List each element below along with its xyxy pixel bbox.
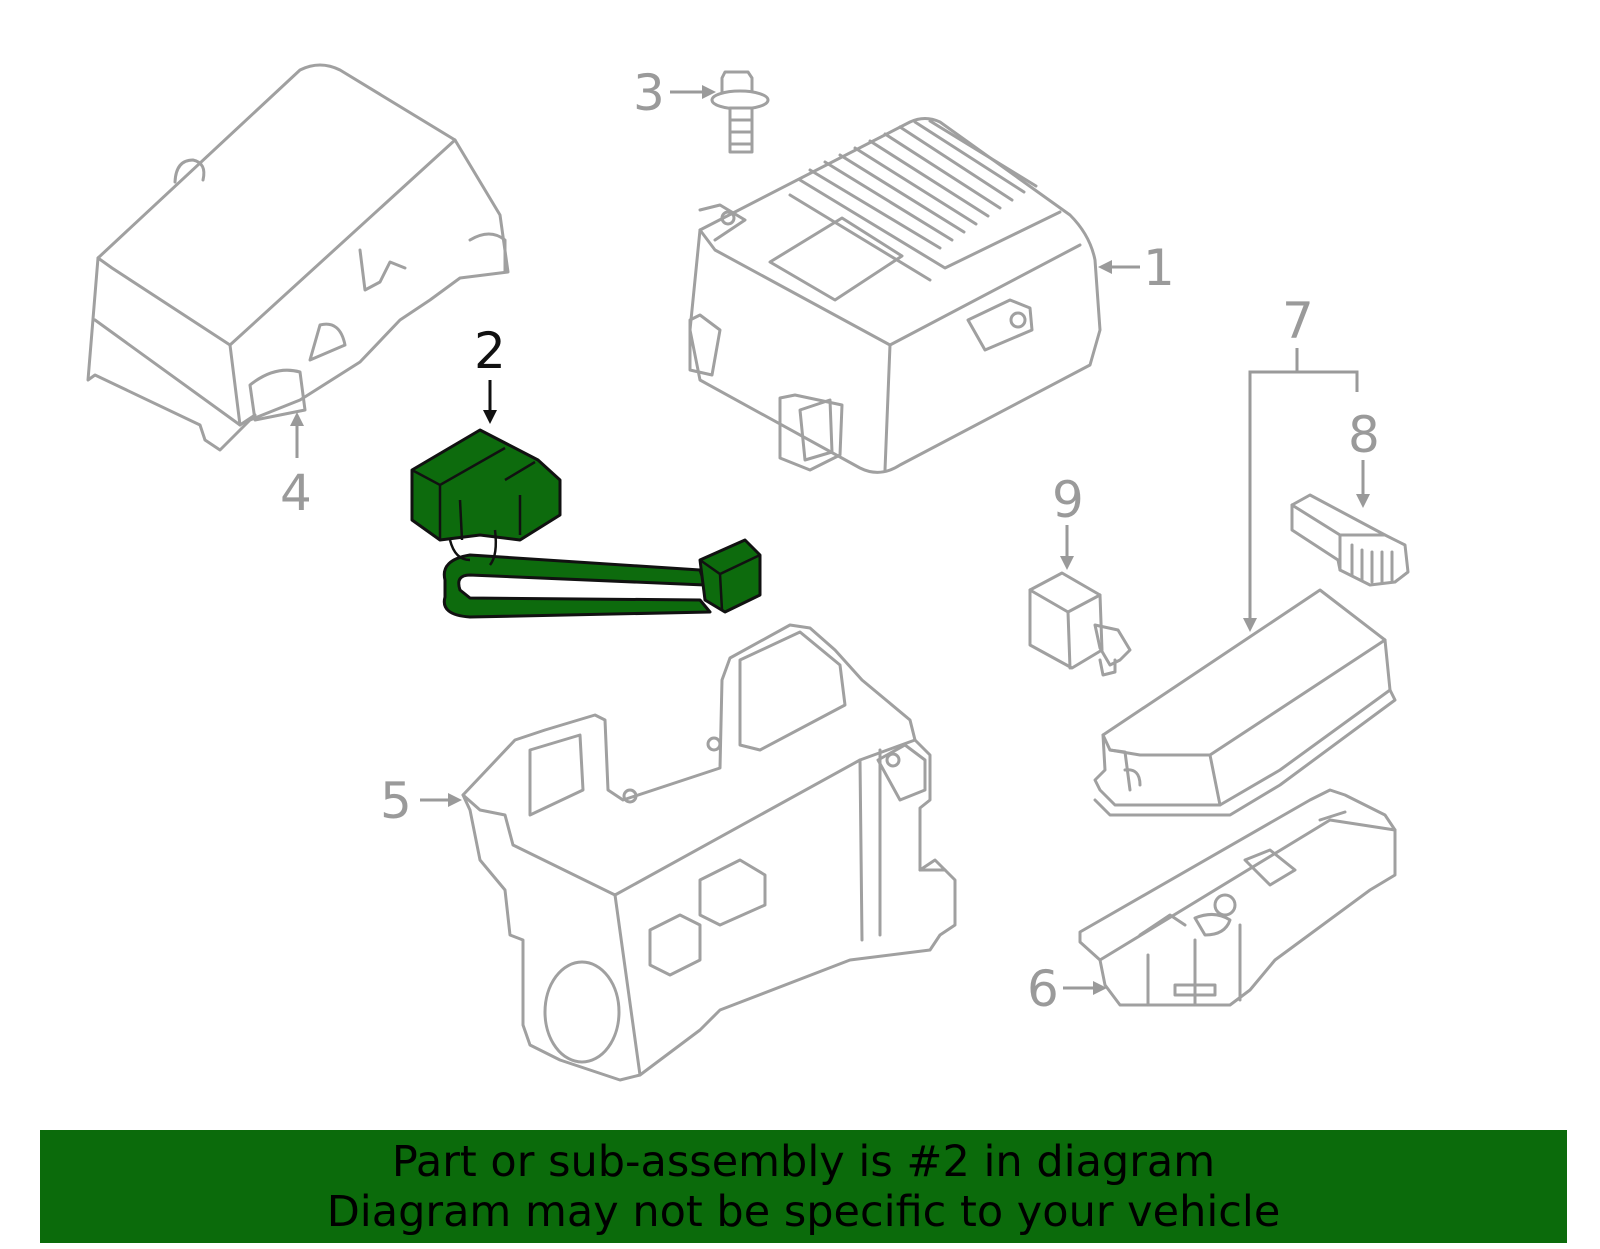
part-4-cover (86, 63, 510, 452)
callout-6-label: 6 (1027, 960, 1059, 1018)
banner-line-part-note: Part or sub-assembly is #2 in diagram (391, 1136, 1216, 1187)
callout-7-label: 7 (1282, 292, 1314, 350)
callout-2: 2 (474, 322, 506, 424)
callout-1-label: 1 (1143, 239, 1175, 297)
callout-4: 4 (280, 412, 312, 522)
part-1-module (688, 117, 1102, 474)
info-banner: Part or sub-assembly is #2 in diagram Di… (40, 1130, 1567, 1243)
callout-7: 7 (1243, 292, 1359, 632)
banner-line-disclaimer: Diagram may not be specific to your vehi… (326, 1186, 1281, 1237)
part-8-clip (1290, 493, 1410, 587)
callout-4-label: 4 (280, 464, 312, 522)
part-9-relay (1028, 571, 1132, 677)
part-6-tray (1078, 788, 1397, 1007)
part-7-lid (1093, 588, 1397, 817)
part-5-case (461, 623, 957, 1082)
callout-9: 9 (1052, 471, 1084, 570)
callout-1: 1 (1098, 239, 1175, 297)
callout-5-label: 5 (380, 772, 412, 830)
callout-3-label: 3 (633, 64, 665, 122)
callout-2-label: 2 (474, 322, 506, 380)
callout-8: 8 (1348, 406, 1380, 508)
part-2-relay-harness (410, 428, 762, 619)
part-3-bolt (710, 70, 770, 154)
callout-3: 3 (633, 64, 716, 122)
callout-8-label: 8 (1348, 406, 1380, 464)
callout-5: 5 (380, 772, 462, 830)
callout-9-label: 9 (1052, 471, 1084, 529)
callout-6: 6 (1027, 960, 1107, 1018)
